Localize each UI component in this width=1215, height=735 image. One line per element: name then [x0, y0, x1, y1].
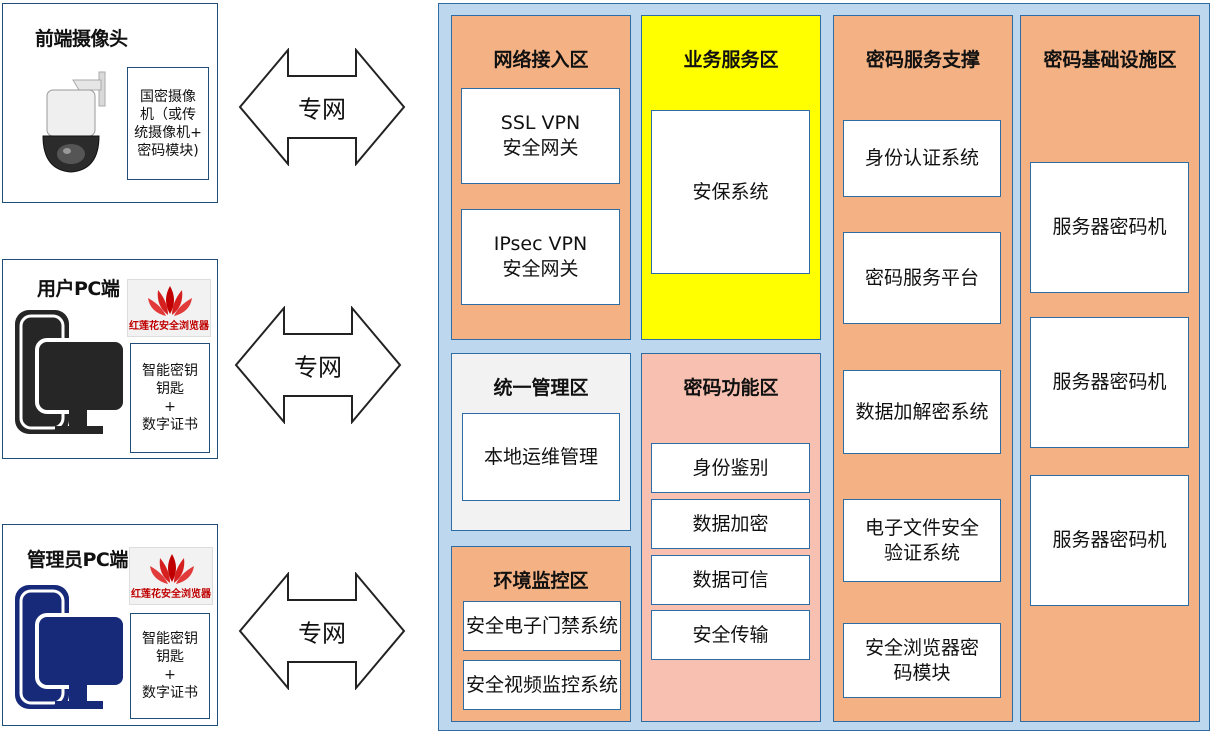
user-pc-desc-line: + — [164, 399, 176, 415]
box-line: 数据可信 — [692, 568, 769, 591]
box-line: IPsec VPN — [493, 233, 588, 255]
box-line: 服务器密码机 — [1052, 216, 1167, 238]
data-encryption-system: 数据加解密系统 — [843, 370, 1001, 454]
server-crypto-machine: 服务器密码机 — [1030, 162, 1189, 293]
computer-icon — [11, 583, 127, 711]
admin-pc-client-panel: 管理员PC端 红莲花安全浏览器 智能密钥 钥匙 + 数字证书 — [2, 524, 218, 726]
box-line: 身份认证系统 — [864, 147, 979, 169]
e-document-verification-system: 电子文件安全 验证系统 — [843, 499, 1001, 582]
user-pc-desc-line: 智能密钥 — [142, 363, 198, 379]
box-line: 数据加解密系统 — [855, 400, 989, 423]
box-line: 验证系统 — [883, 541, 960, 564]
arrow-label: 专网 — [298, 619, 346, 648]
secure-transmission: 安全传输 — [651, 610, 810, 660]
box-line: 安全传输 — [692, 623, 769, 646]
zone-title: 密码功能区 — [683, 377, 779, 399]
double-arrow-private-network: 专网 — [238, 48, 406, 166]
user-pc-client-panel: 用户PC端 红莲花安全浏览器 智能密钥 钥匙 + 数字证书 — [2, 259, 218, 459]
box-line: SSL VPN — [500, 112, 581, 134]
box-line: 安全视频监控系统 — [465, 673, 618, 696]
ssl-vpn-gateway: SSL VPN 安全网关 — [461, 88, 620, 184]
data-encryption: 数据加密 — [651, 499, 810, 549]
identity-auth-system: 身份认证系统 — [843, 120, 1001, 197]
box-line: 密码服务平台 — [864, 266, 979, 289]
camera-desc-line: 统摄像机+ — [134, 124, 202, 141]
box-line: 身份鉴别 — [692, 456, 769, 479]
zone-title: 密码基础设施区 — [1043, 49, 1177, 71]
user-pc-description: 智能密钥 钥匙 + 数字证书 — [130, 343, 210, 453]
box-line: 服务器密码机 — [1052, 529, 1167, 551]
admin-pc-description: 智能密钥 钥匙 + 数字证书 — [130, 613, 210, 719]
secure-video-surveillance-system: 安全视频监控系统 — [463, 660, 621, 710]
browser-logo-text: 红莲花安全浏览器 — [131, 589, 211, 600]
box-line: 安全网关 — [502, 258, 579, 280]
arrow-label: 专网 — [298, 95, 346, 124]
admin-pc-desc-line: 数字证书 — [142, 685, 198, 701]
double-arrow-private-network: 专网 — [234, 306, 402, 424]
admin-pc-title: 管理员PC端 — [27, 549, 128, 571]
camera-client-panel: 前端摄像头 国密摄像 机（或传 统摄像机+ 密码模块) — [2, 3, 218, 203]
box-line: 安保系统 — [692, 180, 769, 203]
camera-icon — [33, 66, 115, 176]
ipsec-vpn-gateway: IPsec VPN 安全网关 — [461, 209, 620, 305]
server-crypto-machine: 服务器密码机 — [1030, 317, 1189, 448]
security-system: 安保系统 — [651, 110, 810, 274]
identity-verification: 身份鉴别 — [651, 443, 810, 493]
browser-logo: 红莲花安全浏览器 — [129, 547, 213, 605]
camera-desc-line: 机（或传 — [140, 106, 196, 123]
browser-logo: 红莲花安全浏览器 — [127, 279, 211, 337]
data-trustworthiness: 数据可信 — [651, 555, 810, 605]
box-line: 本地运维管理 — [483, 445, 598, 468]
zone-title: 业务服务区 — [683, 49, 779, 71]
browser-logo-text: 红莲花安全浏览器 — [129, 321, 209, 332]
admin-pc-desc-line: 智能密钥 — [142, 631, 198, 647]
local-ops-management: 本地运维管理 — [462, 413, 620, 501]
secure-access-control-system: 安全电子门禁系统 — [463, 601, 621, 651]
zone-title: 密码服务支撑 — [865, 49, 980, 71]
arrow-label: 专网 — [294, 353, 342, 382]
double-arrow-private-network: 专网 — [238, 572, 406, 690]
camera-desc-line: 密码模块) — [137, 142, 199, 159]
zone-title: 环境监控区 — [493, 570, 589, 592]
zone-title: 统一管理区 — [493, 377, 589, 399]
computer-icon — [11, 308, 127, 436]
admin-pc-desc-line: 钥匙 — [156, 649, 184, 665]
user-pc-desc-line: 钥匙 — [156, 381, 184, 397]
box-line: 服务器密码机 — [1052, 371, 1167, 393]
zone-title: 网络接入区 — [493, 49, 589, 71]
box-line: 数据加密 — [692, 512, 769, 535]
box-line: 电子文件安全 — [864, 516, 979, 539]
secure-browser-crypto-module: 安全浏览器密 码模块 — [843, 623, 1001, 698]
box-line: 安全电子门禁系统 — [465, 614, 618, 637]
box-line: 安全网关 — [502, 137, 579, 159]
user-pc-desc-line: 数字证书 — [142, 417, 198, 433]
box-line: 安全浏览器密 — [864, 636, 979, 659]
server-crypto-machine: 服务器密码机 — [1030, 475, 1189, 606]
user-pc-title: 用户PC端 — [37, 278, 120, 300]
camera-desc-line: 国密摄像 — [140, 88, 196, 105]
box-line: 码模块 — [893, 661, 951, 684]
camera-client-title: 前端摄像头 — [35, 28, 128, 50]
crypto-service-platform: 密码服务平台 — [843, 232, 1001, 324]
camera-description: 国密摄像 机（或传 统摄像机+ 密码模块) — [127, 67, 209, 180]
admin-pc-desc-line: + — [164, 667, 176, 683]
